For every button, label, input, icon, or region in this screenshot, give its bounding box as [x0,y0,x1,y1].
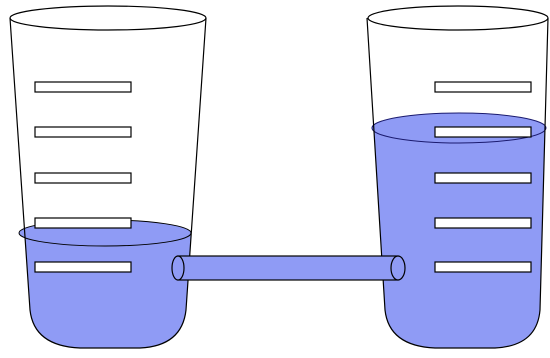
left-mark-3 [34,172,132,184]
left-graduation-scale [34,81,132,273]
right-mark-1 [434,81,532,93]
left-container-rim [9,5,207,31]
left-mark-5 [34,261,132,273]
tube-body [177,255,399,281]
connecting-tube [171,255,406,281]
right-mark-4 [434,217,532,229]
left-mark-2 [34,126,132,138]
right-water-body [367,128,548,348]
left-container-outline [9,17,207,349]
tube-right-end [390,255,406,281]
right-mark-5 [434,261,532,273]
tube-left-end [171,255,185,281]
right-container-outline [366,17,549,349]
right-container [366,5,549,349]
right-mark-3 [434,172,532,184]
left-mark-4 [34,217,132,229]
right-mark-2 [434,126,532,138]
left-water-body [10,233,206,348]
right-container-rim [367,5,549,31]
left-mark-1 [34,81,132,93]
left-container [9,5,207,349]
right-graduation-scale [434,81,532,273]
